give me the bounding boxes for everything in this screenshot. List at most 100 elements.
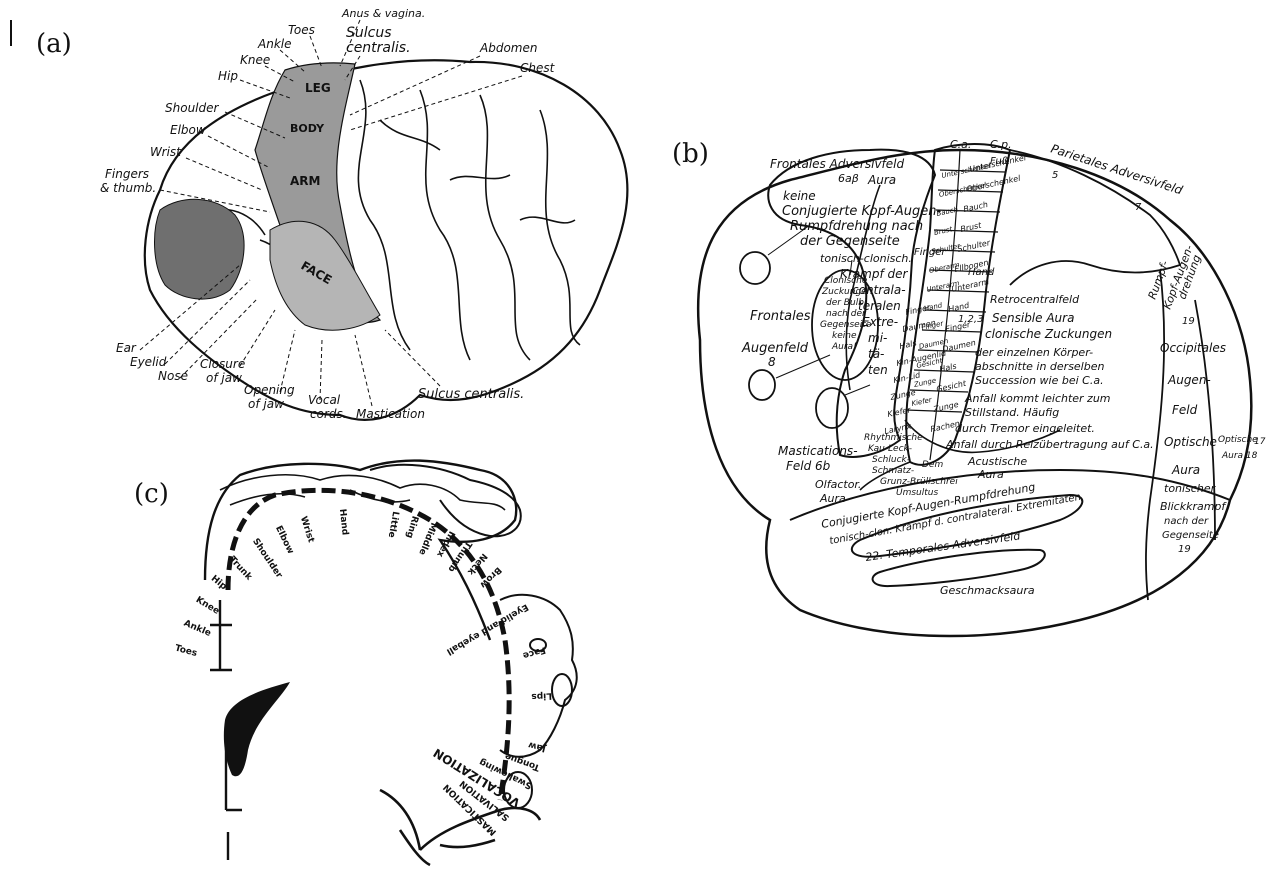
label-19: 19 bbox=[1182, 316, 1195, 327]
label-sulcus-top: Sulcus bbox=[346, 25, 392, 41]
label-akust-1: Acustische bbox=[967, 455, 1027, 468]
label-rhyth-3: Schluck- bbox=[872, 455, 910, 465]
label-blick-3: Gegenseite bbox=[1162, 530, 1219, 541]
label-nose: Nose bbox=[158, 369, 188, 383]
region-body-label: BODY bbox=[290, 122, 325, 135]
label-anfall-1: Anfall kommt leichter zum bbox=[964, 392, 1111, 405]
label-aura-top: Aura bbox=[867, 173, 896, 187]
parietal-outline bbox=[1010, 150, 1180, 285]
label-keine: keine bbox=[783, 189, 816, 203]
label-sensible: Sensible Aura bbox=[992, 311, 1074, 325]
label-blick-2: nach der bbox=[1164, 516, 1209, 527]
clon-3: der Bulbi bbox=[826, 298, 867, 308]
label-ca: C.a. bbox=[950, 138, 971, 151]
label-occ-1: Occipitales bbox=[1160, 341, 1226, 355]
label-occ-2: Augen- bbox=[1167, 373, 1211, 387]
label-retro: Retrocentralfeld bbox=[990, 293, 1080, 306]
clon-6: keine bbox=[832, 331, 857, 341]
label-mastication: Mastication bbox=[356, 407, 425, 421]
label-blick-1: Blickkrampf bbox=[1160, 500, 1227, 513]
label-krampf-6: tä- bbox=[868, 347, 884, 361]
frontales-adversivfeld-label: Frontales Adversivfeld bbox=[770, 157, 904, 171]
label-7: 7 bbox=[1135, 202, 1142, 213]
strip-small-label: Unterschenkel bbox=[941, 162, 992, 180]
label-anfall-2: Stillstand. Häufig bbox=[965, 406, 1059, 419]
label-vocal: Vocal bbox=[308, 393, 341, 407]
label-krampf-7: ten bbox=[868, 363, 888, 377]
label-akust-2: Aura bbox=[977, 468, 1004, 481]
label-dem: Dem bbox=[922, 460, 943, 470]
label-wrist: Wrist bbox=[150, 145, 182, 159]
homunculus-label-elbow: Elbow bbox=[273, 524, 295, 556]
panel-a-label: (a) bbox=[36, 29, 72, 59]
label-8: 8 bbox=[768, 355, 776, 369]
label-rhyth-4: Schmatz- bbox=[872, 466, 914, 476]
label-mast-2: Feld 6b bbox=[786, 459, 831, 473]
label-conjugierte-3: der Gegenseite bbox=[800, 234, 900, 249]
label-mast-1: Mastications- bbox=[778, 444, 858, 458]
panel-b-label: (b) bbox=[672, 139, 709, 169]
homunculus-label-middle: Middle bbox=[416, 521, 438, 556]
label-anus: Anus & vagina. bbox=[341, 7, 425, 20]
homunculus-label-hand: Hand bbox=[337, 508, 350, 535]
label-thumb: & thumb. bbox=[100, 181, 156, 195]
label-of-jaw: of jaw. bbox=[206, 371, 245, 385]
brain-a-gyri bbox=[190, 80, 580, 360]
label-conjugierte-2: Rumpfdrehung nach bbox=[790, 219, 923, 234]
clon-7: Aura! bbox=[831, 342, 857, 352]
label-ear: Ear bbox=[116, 341, 137, 355]
homunculus-label-eyelid-and-eyeball: Eyelid and eyeball bbox=[445, 601, 530, 656]
label-einzeln: der einzelnen Körper- bbox=[975, 346, 1093, 359]
label-of-jaw-2: of jaw bbox=[248, 397, 284, 411]
label-centralis-top: centralis. bbox=[346, 40, 411, 56]
strip-small-label: Oberschenkel bbox=[938, 181, 987, 199]
label-grunz: Grunz-Brüllschrei bbox=[880, 477, 958, 487]
homunculus-mouth bbox=[552, 674, 572, 706]
label-hip: Hip bbox=[218, 69, 238, 83]
clon-4: nach der bbox=[826, 309, 867, 319]
label-conjugierte-1: Conjugierte Kopf-Augen- bbox=[782, 204, 941, 219]
label-aura-olf: Aura bbox=[819, 492, 846, 505]
label-elbow: Elbow bbox=[170, 123, 206, 137]
eye-oval-3 bbox=[816, 388, 848, 428]
clon-1: Clonische bbox=[824, 276, 868, 286]
eye-area-shading bbox=[155, 199, 245, 299]
homunculus-label-knee: Knee bbox=[194, 595, 221, 617]
label-krampf-5: mi- bbox=[868, 331, 887, 345]
label-5: 5 bbox=[1052, 170, 1058, 181]
label-abdomen: Abdomen bbox=[479, 41, 537, 55]
strip-left-label: Kiefer bbox=[887, 405, 912, 419]
label-shoulder: Shoulder bbox=[165, 101, 220, 115]
label-opt-1: Optische bbox=[1164, 435, 1217, 449]
label-closure: Closure bbox=[200, 357, 245, 371]
homunculus-label-ring: Ring bbox=[404, 515, 420, 540]
label-rhyth-2: Kau-Leck- bbox=[868, 444, 912, 454]
region-arm-label: ARM bbox=[290, 174, 320, 188]
label-opt-3: tonischer bbox=[1164, 482, 1217, 495]
label-19b: 19 bbox=[1178, 544, 1191, 555]
label-eyelid: Eyelid bbox=[130, 355, 167, 369]
homunculus-label-tongue: Tongue bbox=[504, 750, 542, 772]
strip-small-label: Kiefer bbox=[911, 396, 934, 408]
label-cp: C.p. bbox=[990, 138, 1012, 151]
clonische-text: Clonische Zuckungen der Bulbi nach der G… bbox=[820, 276, 873, 352]
panel-c-label: (c) bbox=[134, 479, 169, 509]
label-olfactor: Olfactor. bbox=[815, 478, 861, 491]
label-occ-3: Feld bbox=[1172, 403, 1198, 417]
label-opening: Opening bbox=[244, 383, 295, 397]
label-knee: Knee bbox=[240, 53, 270, 67]
label-6ab: 6aβ bbox=[838, 172, 859, 185]
label-opt-2: Aura bbox=[1171, 463, 1200, 477]
label-augenfeld: Augenfeld bbox=[741, 341, 809, 356]
panel-a: (a) LEG BODY ARM FACE Toes Anus & vagina… bbox=[36, 7, 627, 421]
homunculus-label-shoulder: Shoulder bbox=[250, 537, 284, 581]
label-geschm: Geschmacksaura bbox=[940, 584, 1035, 597]
homunculus-label-index: Index bbox=[434, 529, 456, 559]
homunculus-label-toes: Toes bbox=[174, 644, 198, 660]
label-conjugierte-4: tonisch-clonisch. bbox=[820, 252, 912, 265]
label-frontales: Frontales bbox=[750, 309, 811, 324]
ventricle-shape bbox=[224, 682, 290, 776]
homunculus-label-little: Little bbox=[386, 510, 400, 538]
